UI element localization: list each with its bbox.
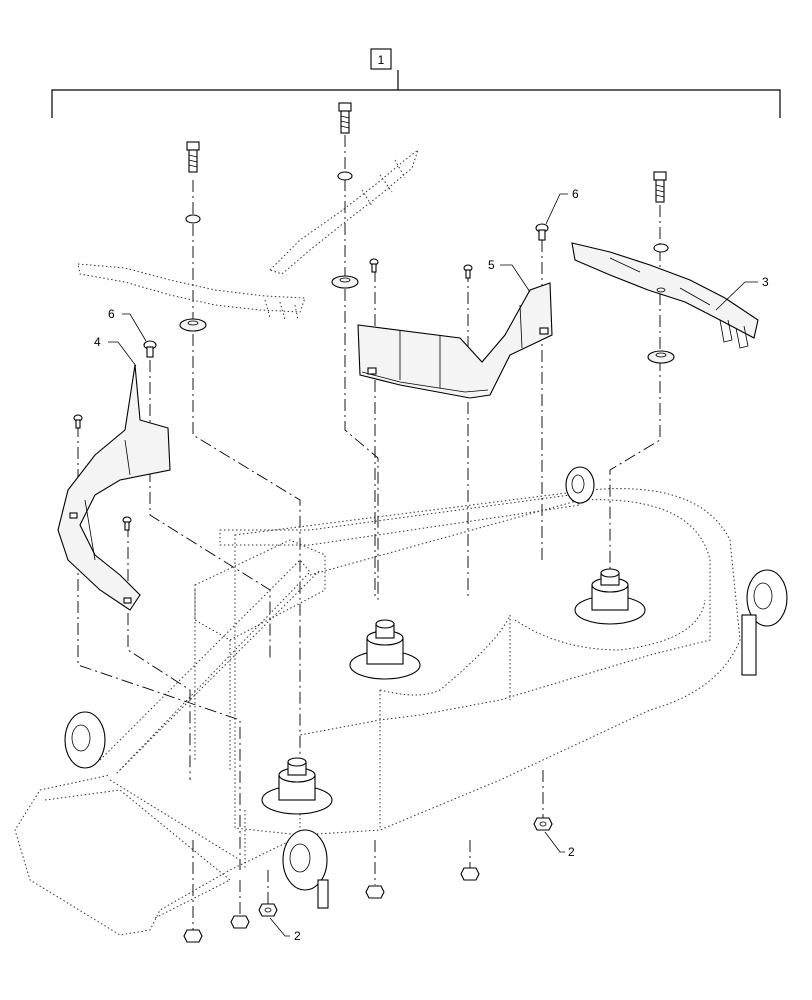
callout-group-baffle-left: 4 bbox=[94, 335, 137, 367]
bolt-center bbox=[331, 102, 359, 289]
blade-left-outline bbox=[77, 263, 306, 321]
assembly-bracket: 1 bbox=[51, 48, 781, 118]
spindle-center bbox=[349, 619, 421, 680]
callout-group-bolt-left: 6 bbox=[108, 307, 147, 342]
callout-nut-left: 2 bbox=[294, 929, 301, 943]
nut-left bbox=[258, 903, 278, 917]
callout-group-baffle-right: 5 bbox=[488, 258, 531, 293]
callout-baffle-left: 4 bbox=[94, 335, 101, 349]
callout-blade: 3 bbox=[762, 275, 769, 289]
callout-nut-right: 2 bbox=[568, 845, 575, 859]
blade-center-outline bbox=[269, 148, 419, 275]
callout-bolt-right: 6 bbox=[572, 187, 579, 201]
callout-baffle-right: 5 bbox=[488, 258, 495, 272]
assembly-callout-box bbox=[370, 48, 392, 70]
callout-assembly: 1 bbox=[378, 53, 385, 67]
small-bolts-right bbox=[369, 258, 473, 279]
small-bolts-left bbox=[73, 414, 132, 531]
wheel-rear-right bbox=[565, 466, 595, 504]
deck-housing bbox=[14, 488, 741, 936]
nut-extra bbox=[183, 867, 480, 943]
baffle-right bbox=[357, 282, 553, 399]
spindle-left bbox=[261, 757, 333, 815]
callout-group-bolt-right: 6 bbox=[545, 187, 579, 225]
bolt-right bbox=[647, 171, 675, 364]
callout-group-nut-right: 2 bbox=[544, 831, 575, 859]
callout-group-nut-left: 2 bbox=[269, 917, 301, 943]
callout-bolt-left: 6 bbox=[108, 307, 115, 321]
baffle-left bbox=[57, 364, 171, 611]
wheel-right bbox=[741, 569, 788, 676]
assembly-lines bbox=[77, 135, 661, 930]
bolt-baffle-left bbox=[143, 340, 157, 358]
bolt-baffle-right bbox=[535, 223, 549, 241]
wheel-front-center bbox=[282, 829, 329, 909]
wheel-left bbox=[64, 711, 106, 769]
blade bbox=[571, 242, 759, 349]
bolt-left bbox=[179, 141, 207, 332]
spindle-right bbox=[574, 568, 646, 625]
callout-group-blade: 3 bbox=[715, 275, 769, 311]
nut-right bbox=[533, 817, 553, 831]
